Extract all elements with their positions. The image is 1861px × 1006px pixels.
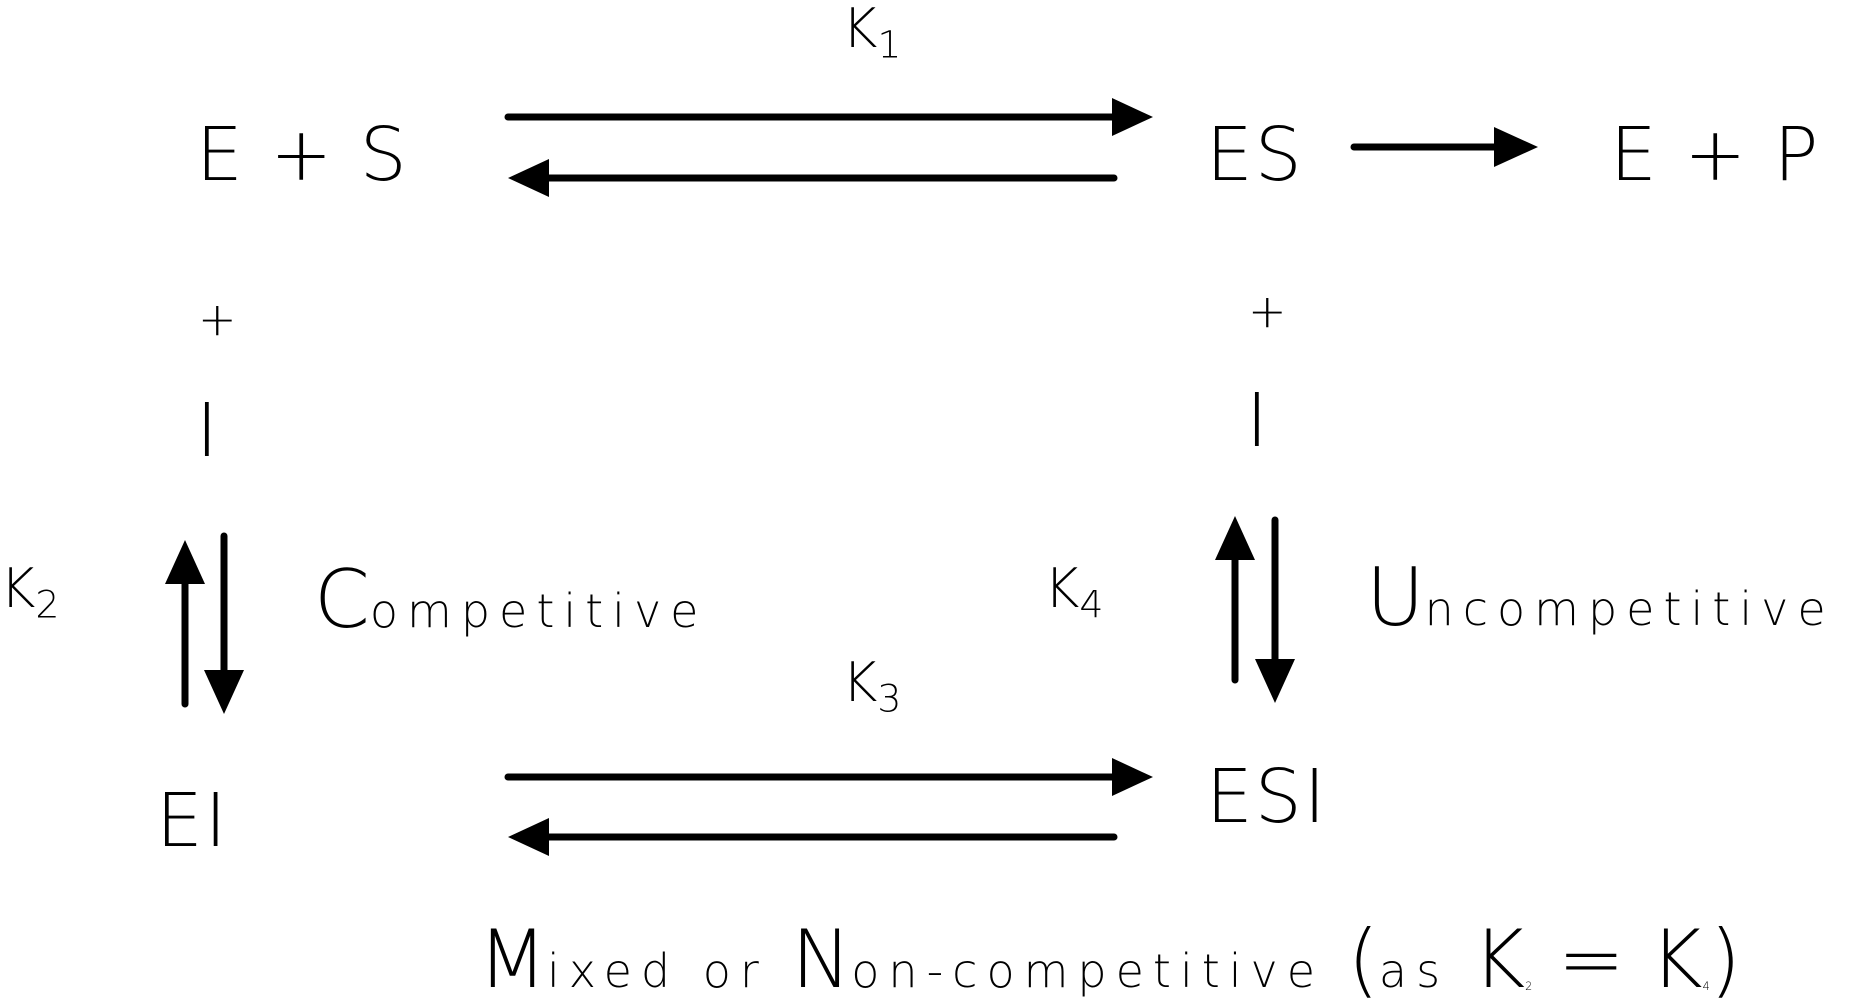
species-ei: EI: [156, 778, 229, 864]
inhibitor-i-left: I: [196, 388, 220, 474]
constant-k4-letter: K: [1044, 557, 1080, 620]
label-uncompetitive: Uncompetitive: [1366, 558, 1835, 638]
species-e-plus-s: E + S: [196, 112, 409, 198]
constant-k1: K1: [842, 2, 901, 64]
label-uncompetitive-rest: ncompetitive: [1424, 582, 1835, 636]
caption-k4-subscript: 4: [1702, 980, 1710, 994]
inhibitor-plus-right: +: [1248, 284, 1287, 338]
constant-k3-subscript: 3: [877, 676, 902, 721]
arrowhead-k2-down: [204, 670, 244, 714]
arrowhead-k4-down: [1255, 659, 1295, 703]
constant-k2: K2: [0, 562, 59, 624]
label-competitive-initial: C: [314, 553, 370, 646]
caption-as-word: as: [1378, 944, 1473, 998]
caption-k4-letter: K: [1650, 913, 1703, 1006]
caption-non-rest: on-competitive: [851, 944, 1348, 998]
caption-non-initial: N: [791, 913, 852, 1006]
caption-mixed-rest: ixed or: [547, 944, 792, 998]
arrowhead-k3-reverse: [508, 818, 549, 856]
constant-k2-subscript: 2: [35, 582, 60, 627]
arrowhead-k2-up: [165, 540, 205, 584]
constant-k4: K4: [1044, 562, 1103, 624]
caption-mixed-initial: M: [478, 913, 548, 1006]
arrowhead-k3-forward: [1112, 758, 1153, 796]
arrowhead-es-to-product: [1494, 127, 1538, 167]
caption-equals: =: [1532, 913, 1651, 1006]
label-uncompetitive-initial: U: [1366, 551, 1425, 644]
caption-mixed-noncompetitive: Mixed or Non-competitive (as K2 = K4): [478, 920, 1741, 1000]
species-e-plus-p: E + P: [1610, 112, 1821, 198]
constant-k1-subscript: 1: [877, 22, 902, 67]
species-es: ES: [1206, 112, 1304, 198]
constant-k2-letter: K: [0, 557, 36, 620]
constant-k4-subscript: 4: [1079, 582, 1104, 627]
constant-k1-letter: K: [842, 0, 878, 60]
inhibitor-i-right: I: [1246, 378, 1270, 464]
caption-k2-letter: K: [1472, 913, 1526, 1006]
constant-k3-letter: K: [842, 651, 878, 714]
arrowhead-k1-forward: [1112, 98, 1153, 136]
label-competitive-rest: ompetitive: [369, 584, 708, 638]
arrowhead-k4-up: [1215, 516, 1255, 560]
caption-open-paren: (: [1347, 913, 1379, 1006]
arrowhead-k1-reverse: [508, 159, 549, 197]
constant-k3: K3: [842, 656, 901, 718]
species-esi: ESI: [1206, 754, 1328, 840]
caption-close-paren: ): [1709, 913, 1741, 1006]
inhibitor-plus-left: +: [198, 292, 237, 346]
label-competitive: Competitive: [314, 560, 707, 640]
caption-k2-subscript: 2: [1525, 980, 1533, 994]
